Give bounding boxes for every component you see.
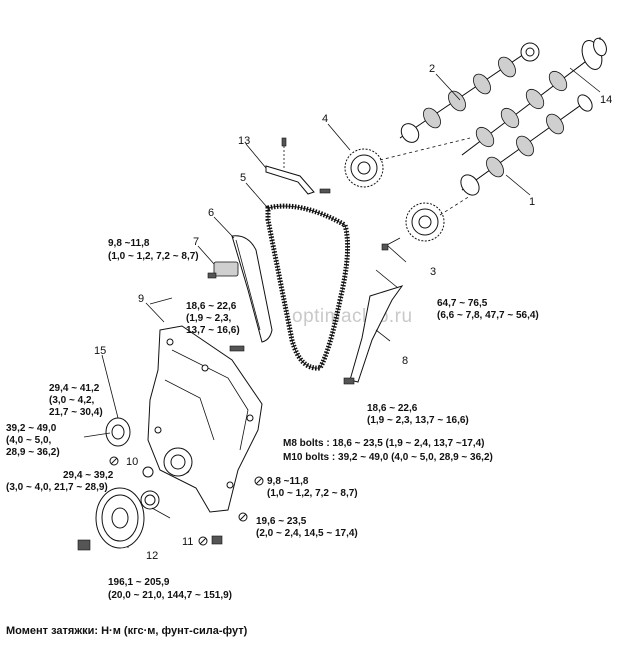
timing-chain-tensioner [207, 261, 239, 279]
callout-11: 11 [182, 536, 193, 548]
callout-8: 8 [402, 355, 408, 367]
third-camshaft [460, 94, 593, 196]
exhaust-camshaft [399, 42, 540, 143]
idler-pulley [83, 417, 131, 447]
watermark: optimaclub.ru [292, 306, 413, 327]
callout-13: 13 [238, 135, 250, 147]
torque-10-line2: (3,0 ~ 4,0, 21,7 ~ 28,9) [6, 482, 108, 493]
exhaust-cvvt-sprocket [319, 148, 384, 194]
torque-lower-line1: 19,6 ~ 23,5 [256, 516, 307, 527]
torque-10-line1: 29,4 ~ 39,2 [63, 470, 114, 481]
torque-7-line1: 9,8 ~11,8 [108, 238, 150, 249]
torque-bolt-line3: 13,7 ~ 16,6) [186, 325, 240, 336]
callout-15: 15 [94, 345, 106, 357]
torque-left-line1: 39,2 ~ 49,0 [6, 423, 57, 434]
timing-chain [265, 203, 351, 371]
torque-units-note: Момент затяжки: Н·м (кгс·м, фунт-сила-фу… [6, 625, 248, 637]
callout-3: 3 [430, 266, 436, 278]
crankshaft-pulley [77, 487, 145, 551]
prohibit-symbol-10 [109, 456, 119, 466]
torque-12-line1: 196,1 ~ 205,9 [108, 577, 170, 588]
tensioner-bolt [229, 345, 245, 352]
prohibit-symbol-lower [238, 512, 248, 522]
torque-right-line2: (1,0 ~ 1,2, 7,2 ~ 8,7) [267, 488, 358, 499]
torque-8-line2: (1,9 ~ 2,3, 13,7 ~ 16,6) [367, 415, 469, 426]
torque-bolt-line2: (1,9 ~ 2,3, [186, 313, 232, 324]
prohibit-symbol-right [254, 476, 264, 486]
callout-1: 1 [529, 196, 535, 208]
timing-chain-cover [147, 325, 263, 513]
sprocket-bolt [381, 237, 401, 251]
callout-5: 5 [240, 172, 246, 184]
oil-seal [140, 466, 160, 510]
callout-2: 2 [429, 63, 435, 75]
timing-chain-guide [343, 285, 404, 385]
callout-14: 14 [600, 94, 612, 106]
torque-bolt-line1: 18,6 ~ 22,6 [186, 301, 237, 312]
callout-10: 10 [126, 456, 138, 468]
timing-chain-guide-upper [265, 137, 315, 195]
torque-m8-bolts: M8 bolts : 18,6 ~ 23,5 (1,9 ~ 2,4, 13,7 … [283, 438, 485, 449]
torque-7-line2: (1,0 ~ 1,2, 7,2 ~ 8,7) [108, 251, 199, 262]
torque-15-line2: (3,0 ~ 4,2, [49, 395, 95, 406]
dowel-bolt [149, 297, 173, 305]
torque-right-line1: 9,8 ~11,8 [267, 476, 309, 487]
timing-chain-tensioner-arm [231, 235, 273, 343]
torque-15-line1: 29,4 ~ 41,2 [49, 383, 100, 394]
drain-plug [211, 535, 223, 545]
callout-6: 6 [208, 207, 214, 219]
torque-3-line1: 64,7 ~ 76,5 [437, 298, 488, 309]
torque-left-line3: 28,9 ~ 36,2) [6, 447, 60, 458]
torque-3-line2: (6,6 ~ 7,8, 47,7 ~ 56,4) [437, 310, 539, 321]
torque-lower-line2: (2,0 ~ 2,4, 14,5 ~ 17,4) [256, 528, 358, 539]
callout-7: 7 [193, 236, 199, 248]
callout-12: 12 [146, 550, 158, 562]
prohibit-symbol-plug [198, 536, 208, 546]
intake-camshaft [461, 37, 607, 156]
torque-8-line1: 18,6 ~ 22,6 [367, 403, 418, 414]
callout-9: 9 [138, 293, 144, 305]
intake-cvvt-sprocket [405, 202, 445, 242]
torque-m10-bolts: M10 bolts : 39,2 ~ 49,0 (4,0 ~ 5,0, 28,9… [283, 452, 493, 463]
torque-12-line2: (20,0 ~ 21,0, 144,7 ~ 151,9) [108, 590, 232, 601]
callout-4: 4 [322, 113, 328, 125]
torque-15-line3: 21,7 ~ 30,4) [49, 407, 103, 418]
torque-left-line2: (4,0 ~ 5,0, [6, 435, 52, 446]
